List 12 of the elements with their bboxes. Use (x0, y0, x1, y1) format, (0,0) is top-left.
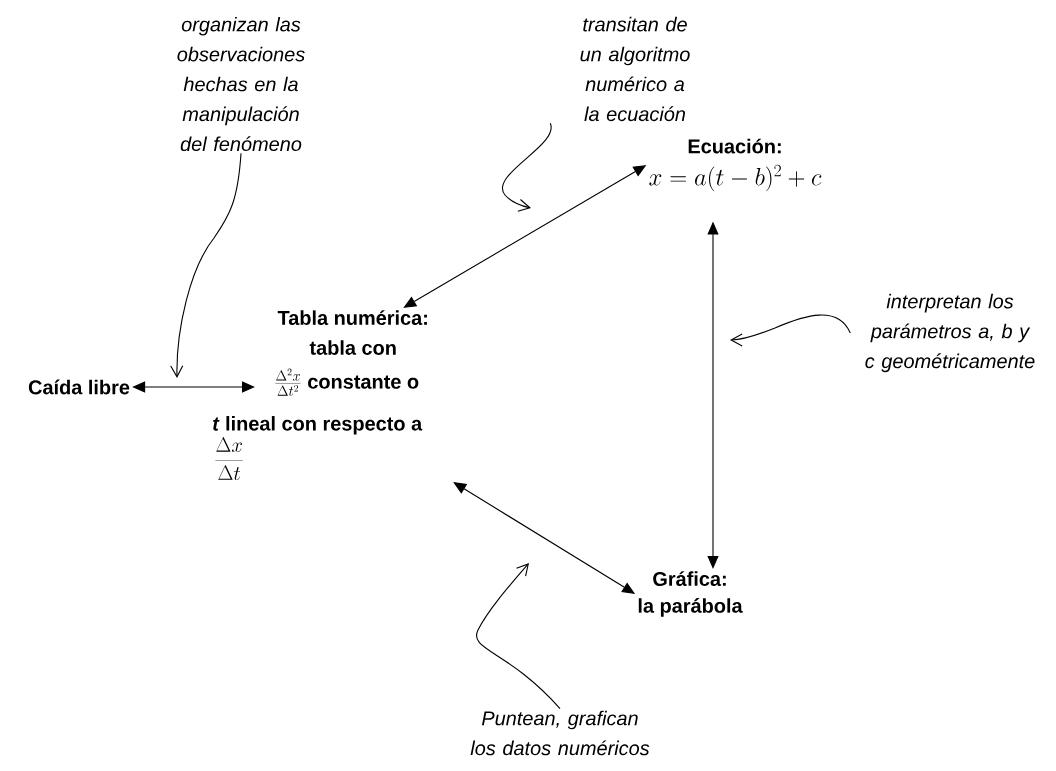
annotation-text: interpretan los parámetros a, b y c geométricamente (865, 293, 1035, 373)
leader-line (170, 152, 242, 378)
annotation-text: Puntean, grafican los datos numéricos (470, 710, 650, 756)
concept-text: Caída libre (28, 379, 130, 395)
concept-text: Tabla numérica: tabla con $\frac{\Delta^2 x}{\Delta t^2}$ constante o t lineal con respecto a $\frac{\Delta x}{\Delta t}$ (213, 310, 427, 481)
leader-line (501, 122, 552, 212)
concept-text: Ecuación: $x = a(t-b)^2 + c$ (649, 138, 822, 192)
concept-text: Gráfica: la parábola (638, 571, 743, 617)
leader-line (475, 563, 561, 710)
annotation-text: organizan las observaciones hechas en la manipulación del fenómeno (177, 16, 305, 152)
annotation-text: transitan de un algoritmo numérico a la ecuación (580, 16, 690, 122)
leader-line (730, 314, 851, 347)
